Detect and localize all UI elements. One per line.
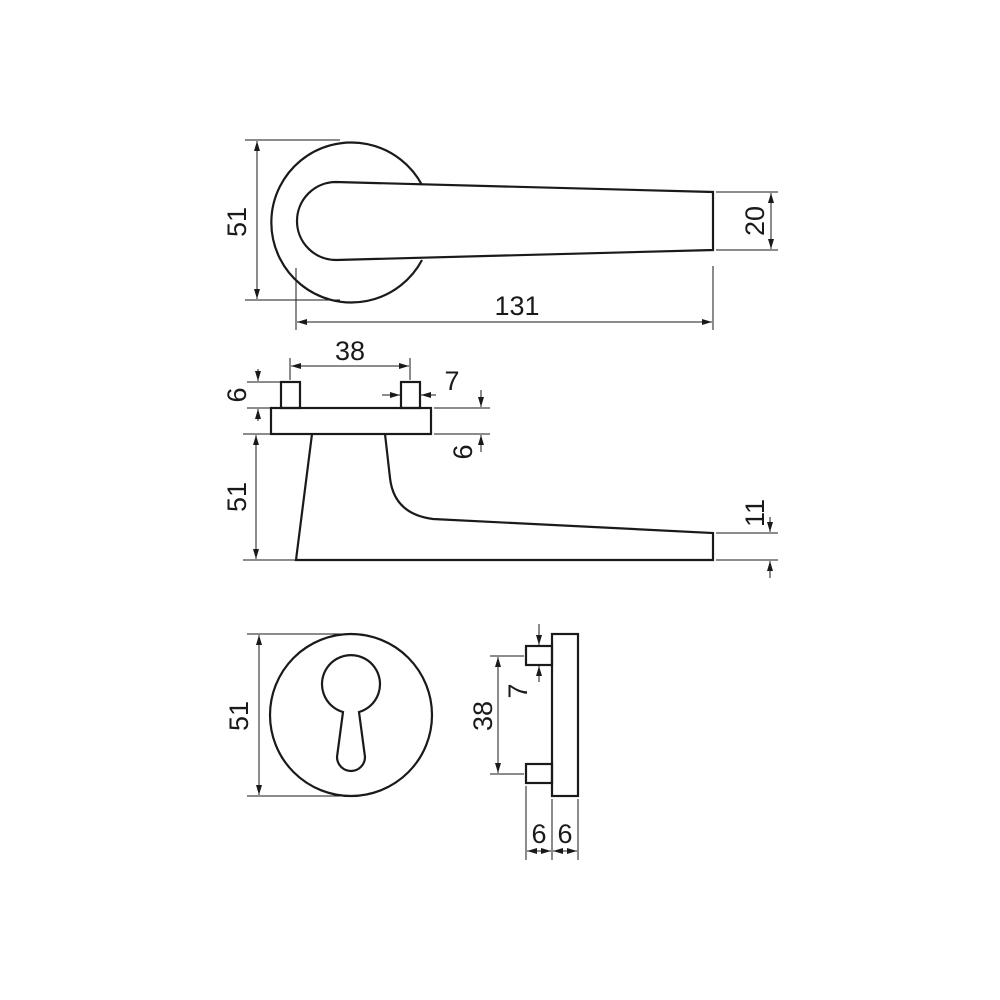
top-view-handle-end-label: 20 — [740, 206, 770, 236]
keyhole-cutout — [320, 654, 382, 773]
rose-side-pin-top — [524, 644, 554, 667]
side-view-base-thickness-label: 6 — [448, 444, 478, 459]
top-view: 51 20 131 — [222, 139, 778, 330]
top-view-rose-outline — [270, 141, 423, 304]
rose-side-view: 38 7 6 6 — [468, 624, 580, 860]
side-view-pin-left — [279, 380, 302, 410]
rose-side-plate — [550, 632, 580, 798]
side-view-pin-width-label: 7 — [444, 366, 459, 396]
side-view-height-label: 51 — [222, 482, 252, 512]
side-view-lever-outline — [294, 433, 715, 562]
side-view-pin-height-label: 6 — [222, 387, 252, 402]
top-view-length-label: 131 — [494, 291, 539, 321]
rose-diameter-label: 51 — [224, 701, 254, 731]
rose-side-pin-bottom — [524, 762, 554, 785]
side-view-handle-end-label: 11 — [740, 499, 770, 527]
rose-side-plate-depth-label: 6 — [557, 819, 572, 849]
rose-side-pin-depth-label: 6 — [531, 819, 546, 849]
side-view: 38 7 6 6 51 11 — [222, 336, 778, 578]
side-view-rose-base — [269, 406, 433, 436]
side-view-pin-right — [399, 380, 422, 410]
rose-front-view: 51 — [224, 632, 434, 798]
top-view-height-label: 51 — [222, 207, 252, 237]
side-view-pin-spacing-label: 38 — [335, 336, 365, 366]
top-view-lever-outline — [295, 180, 715, 262]
rose-side-pin-width-label: 7 — [503, 683, 533, 698]
rose-side-pin-spacing-label: 38 — [468, 701, 498, 731]
